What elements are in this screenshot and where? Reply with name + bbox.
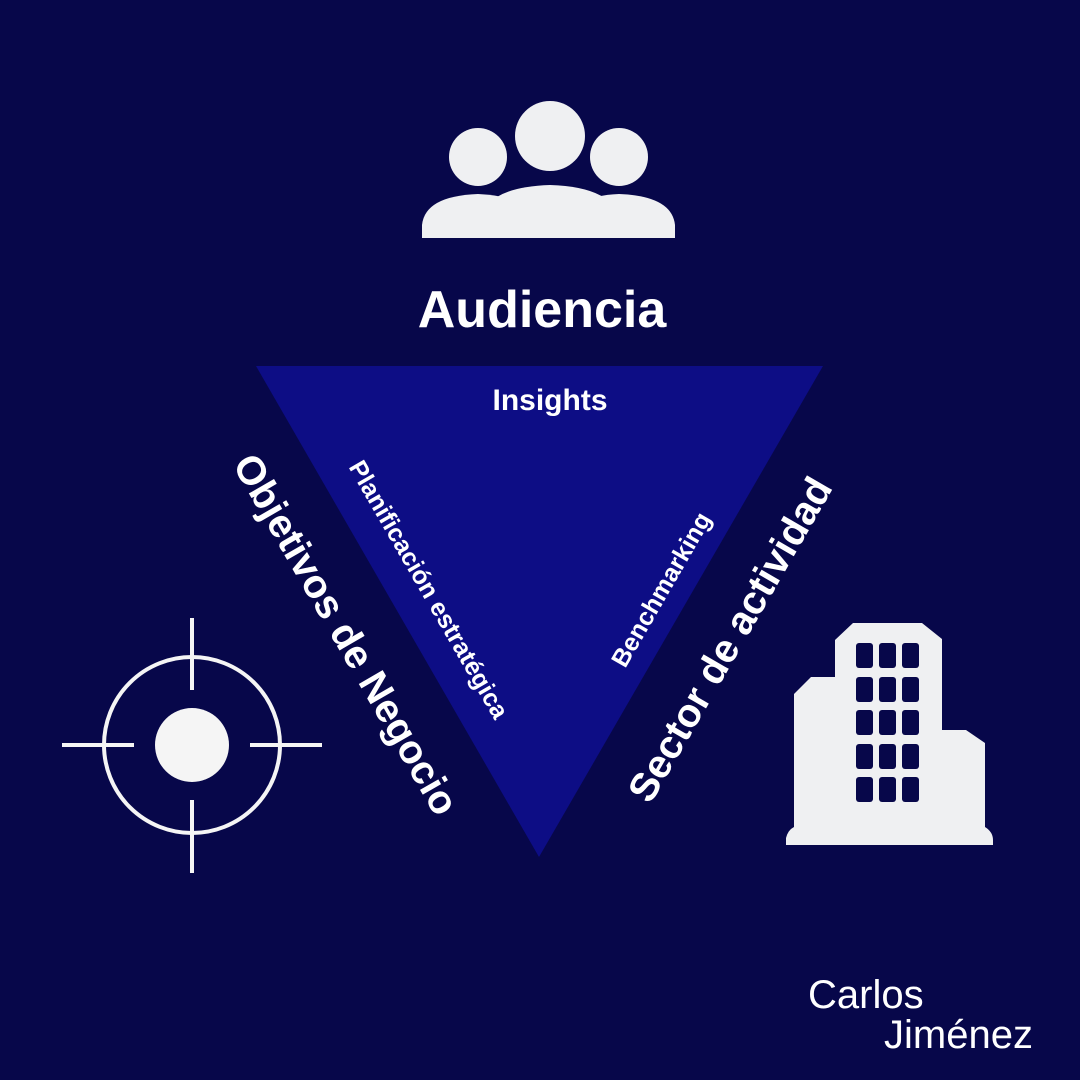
logo-line2: Jiménez [884,1013,1033,1057]
building-window [902,777,919,802]
building-window [902,643,919,668]
building-window [879,744,896,769]
audiencia-label: Audiencia [417,281,667,339]
people-group-icon [422,101,675,238]
building-window [902,744,919,769]
logo: Carlos Jiménez [808,975,1033,1055]
building-window [856,710,873,735]
building-window [879,777,896,802]
building-icon [786,623,993,845]
building-window [879,710,896,735]
logo-line1: Carlos [808,973,924,1017]
target-crosshair-icon [62,618,322,873]
building-window [856,744,873,769]
building-window [902,677,919,702]
building-window [856,677,873,702]
building-window [902,710,919,735]
building-window [879,677,896,702]
building-window [879,643,896,668]
building-window [856,643,873,668]
insights-label: Insights [492,384,608,417]
central-triangle [256,366,823,857]
building-window [856,777,873,802]
